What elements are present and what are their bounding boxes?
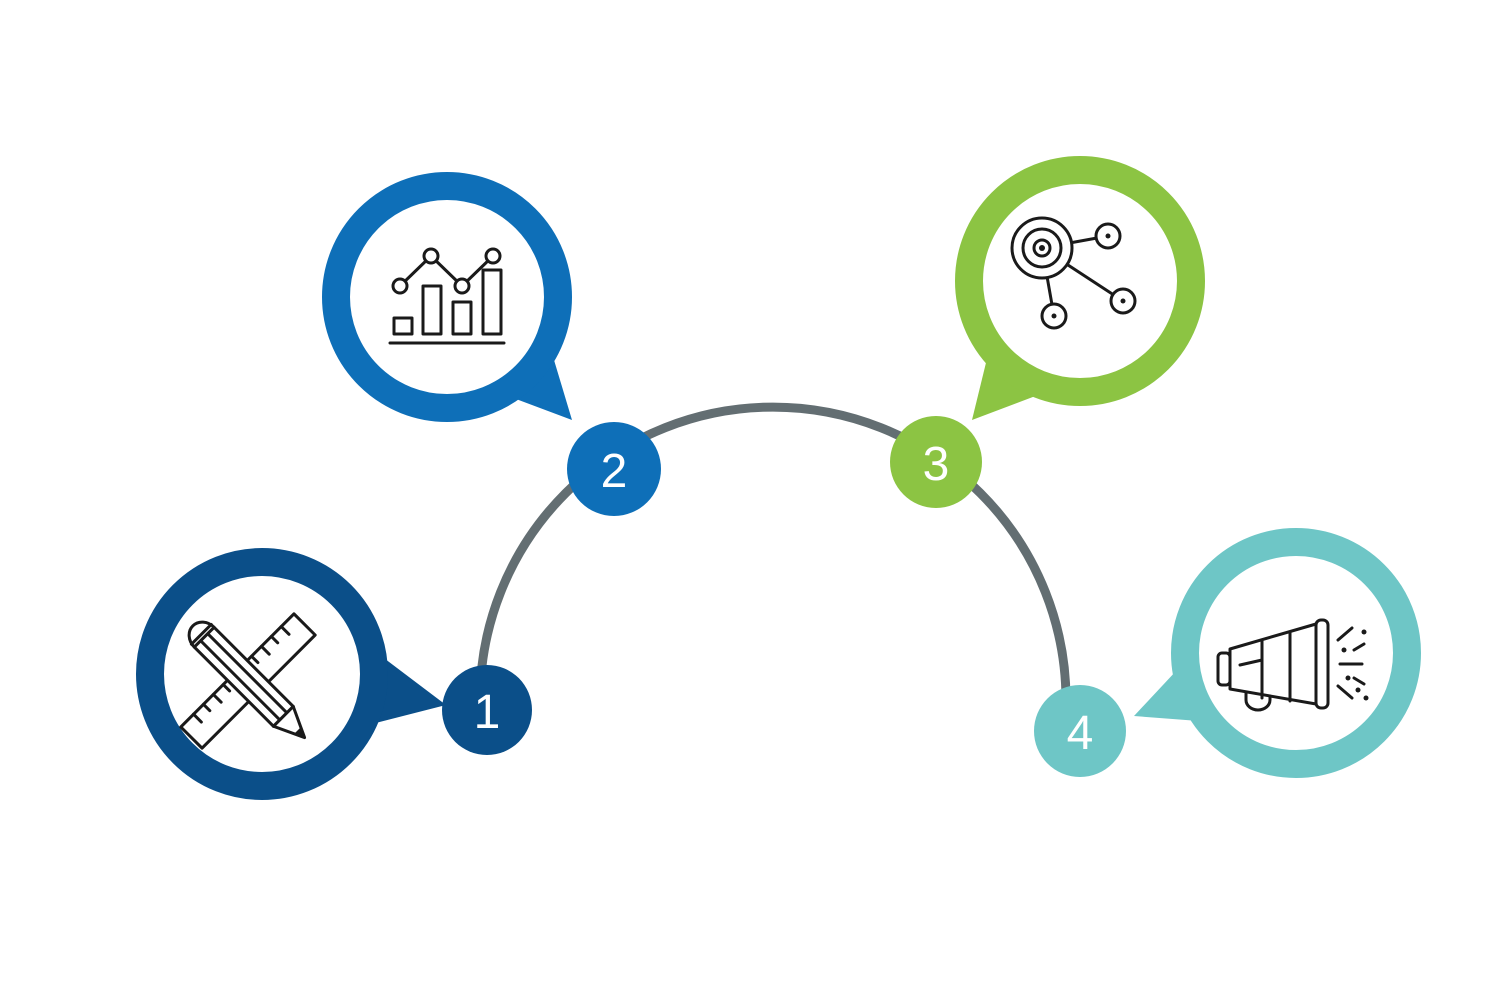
step-1: 1 bbox=[136, 548, 532, 800]
step-4-badge: 4 bbox=[1034, 685, 1126, 777]
step-1-number: 1 bbox=[474, 686, 501, 739]
step-2-badge-circle bbox=[567, 422, 661, 516]
step-4-bubble-ring bbox=[1171, 528, 1421, 778]
step-1-badge: 1 bbox=[442, 665, 532, 755]
step-1-badge-circle bbox=[442, 665, 532, 755]
connector-arc bbox=[475, 402, 1071, 705]
step-2-bubble-ring bbox=[322, 172, 572, 422]
step-3-number: 3 bbox=[923, 438, 950, 491]
step-4: 4 bbox=[1034, 528, 1421, 778]
target-network-icon bbox=[1010, 216, 1137, 330]
bar-line-chart-icon bbox=[388, 247, 506, 345]
step-2-number: 2 bbox=[601, 445, 628, 498]
step-3-badge-circle bbox=[890, 416, 982, 508]
step-4-badge-circle bbox=[1034, 685, 1126, 777]
step-2: 2 bbox=[322, 172, 661, 516]
step-1-bubble bbox=[136, 548, 446, 800]
step-3-bubble bbox=[955, 156, 1205, 420]
step-3-badge: 3 bbox=[890, 416, 982, 508]
step-2-badge: 2 bbox=[567, 422, 661, 516]
step-4-number: 4 bbox=[1067, 707, 1094, 760]
step-3-bubble-ring bbox=[955, 156, 1205, 406]
step-2-bubble bbox=[322, 172, 572, 422]
pencil-ruler-icon bbox=[179, 612, 317, 750]
step-4-bubble bbox=[1134, 528, 1421, 778]
megaphone-icon bbox=[1216, 618, 1369, 712]
step-3: 3 bbox=[890, 156, 1205, 508]
